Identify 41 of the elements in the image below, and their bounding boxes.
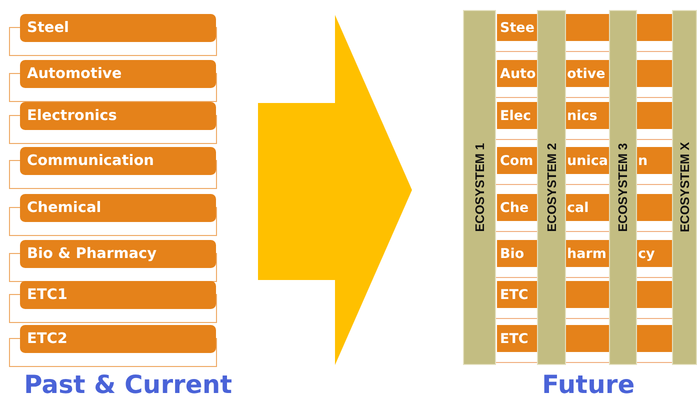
- ecosystem-band: [672, 10, 697, 365]
- bar-label: cy: [638, 246, 655, 262]
- bar-label: harm: [567, 246, 606, 262]
- bar-label: ETC: [500, 286, 528, 302]
- bar-label: cal: [567, 200, 589, 216]
- bar-label: Communication: [27, 153, 154, 169]
- industry-bar: [20, 194, 216, 222]
- industry-bar: [20, 102, 216, 130]
- bar-label: ETC1: [27, 287, 68, 303]
- bar-label: ETC: [500, 330, 528, 346]
- bar-label: unica: [567, 152, 608, 168]
- industry-bar: [20, 14, 216, 42]
- band-label: ECOSYSTEM 2: [544, 143, 558, 232]
- bar-label: n: [638, 152, 648, 168]
- band-label: ECOSYSTEM 1: [472, 143, 486, 232]
- bar-label: Electronics: [27, 108, 117, 124]
- bar-label: nics: [567, 108, 598, 124]
- industry-bar: [20, 240, 216, 268]
- bar-label: otive: [567, 66, 606, 82]
- band-label: ECOSYSTEM X: [678, 142, 692, 233]
- bar-label: Elec: [500, 108, 532, 124]
- bar-label: Com: [500, 152, 534, 168]
- industry-bar: [20, 60, 216, 88]
- industry-bar: [20, 147, 216, 175]
- industry-bar: [20, 325, 216, 353]
- bar-label: ETC2: [27, 331, 68, 347]
- ecosystem-band: [609, 10, 637, 365]
- ecosystem-band: [537, 10, 566, 365]
- bar-label: Bio: [500, 246, 524, 262]
- band-label: ECOSYSTEM 3: [616, 143, 630, 232]
- bar-label: Che: [500, 200, 529, 216]
- bar-label: Auto: [500, 66, 536, 82]
- bar-label: Automotive: [27, 66, 122, 82]
- ecosystem-band: [463, 10, 496, 365]
- bar-label: Stee: [500, 20, 534, 36]
- bar-label: Steel: [27, 20, 70, 36]
- bar-label: Chemical: [27, 200, 102, 216]
- section-caption: Future: [542, 370, 635, 399]
- industry-bar: [20, 281, 216, 309]
- bar-label: Bio & Pharmacy: [27, 246, 157, 262]
- section-caption: Past & Current: [24, 370, 232, 399]
